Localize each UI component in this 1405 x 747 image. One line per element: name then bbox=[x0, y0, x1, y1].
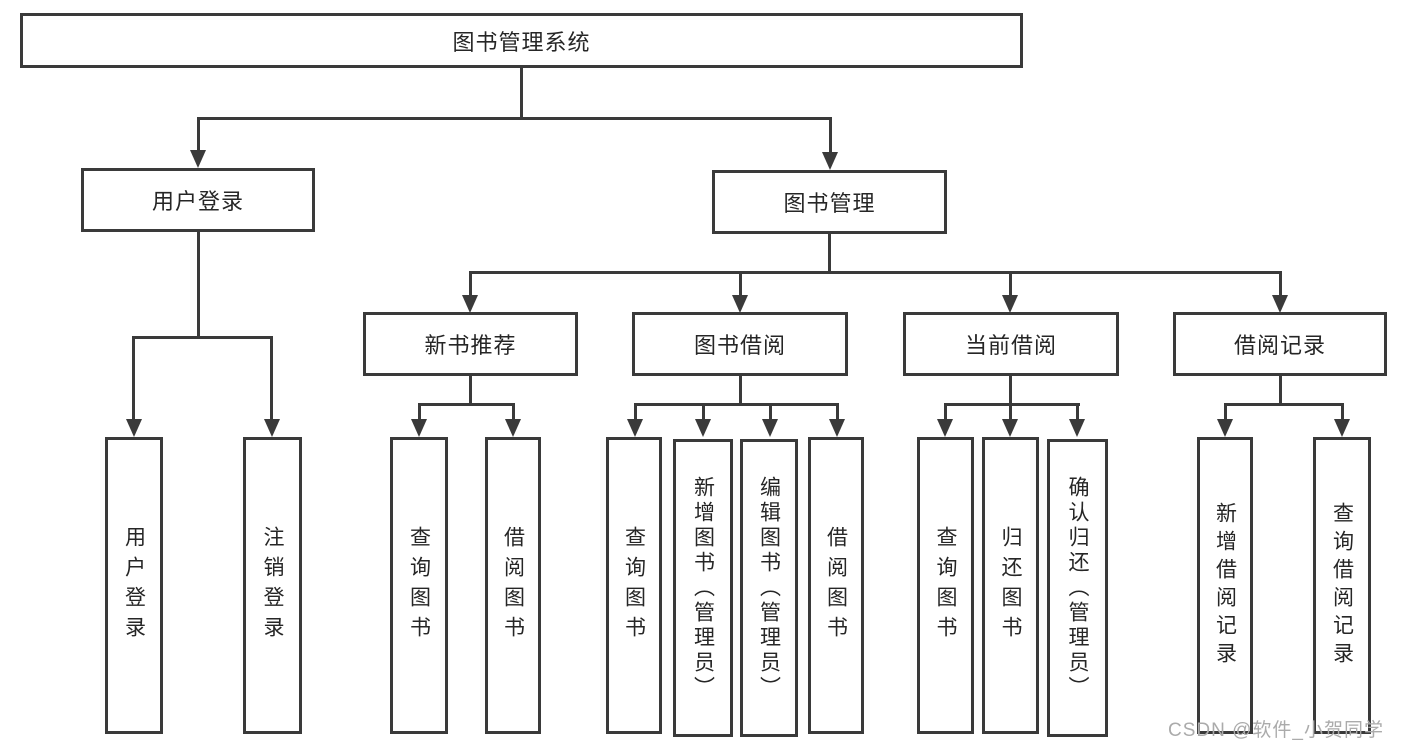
arrowhead-bb-leaf4 bbox=[829, 419, 845, 437]
leaf-logout-label: 注销登录 bbox=[261, 525, 284, 646]
node-book-mgmt: 图书管理 bbox=[712, 170, 947, 234]
arrowhead-br-leaf2 bbox=[1334, 419, 1350, 437]
leaf-br-add-record: 新增借阅记录 bbox=[1197, 437, 1253, 734]
leaf-cb-query-books: 查询图书 bbox=[917, 437, 974, 734]
leaf-user-login: 用户登录 bbox=[105, 437, 163, 734]
arrowhead-new-book-rec bbox=[462, 295, 478, 313]
node-user-login: 用户登录 bbox=[81, 168, 315, 232]
connector-nbr-leaf2-stem bbox=[512, 403, 515, 421]
node-current-borrow: 当前借阅 bbox=[903, 312, 1119, 376]
leaf-user-login-label: 用户登录 bbox=[122, 525, 146, 646]
connector-book-mgmt-stem bbox=[829, 117, 832, 153]
connector-book-mgmt-down bbox=[828, 234, 831, 273]
connector-bb-leaf4-stem bbox=[836, 403, 839, 421]
node-new-book-rec: 新书推荐 bbox=[363, 312, 578, 376]
arrowhead-nbr-leaf1 bbox=[411, 419, 427, 437]
arrowhead-book-mgmt bbox=[822, 152, 838, 170]
connector-br-down bbox=[1279, 376, 1282, 406]
connector-bb-leaf1-stem bbox=[634, 403, 637, 421]
node-current-borrow-label: 当前借阅 bbox=[964, 333, 1057, 358]
connector-cb-down bbox=[1009, 376, 1012, 406]
leaf-cb-confirm-return-admin: 确认归还（管理员） bbox=[1047, 439, 1108, 737]
connector-cb-leaf2-stem bbox=[1009, 403, 1012, 421]
leaf-br-add-record-label: 新增借阅记录 bbox=[1213, 501, 1237, 670]
csdn-watermark: CSDN @软件_小贺同学 bbox=[1168, 720, 1384, 741]
arrowhead-borrow-records bbox=[1272, 295, 1288, 313]
connector-borrow-records-stem bbox=[1279, 271, 1282, 297]
connector-root-split bbox=[197, 117, 831, 120]
arrowhead-cb-leaf2 bbox=[1002, 419, 1018, 437]
leaf-logout: 注销登录 bbox=[243, 437, 302, 734]
connector-bb-down bbox=[739, 376, 742, 406]
node-root-label: 图书管理系统 bbox=[452, 29, 591, 55]
leaf-cb-return-books-label: 归还图书 bbox=[999, 525, 1022, 646]
leaf-bb-add-books-admin: 新增图书（管理员） bbox=[673, 439, 733, 737]
node-new-book-rec-label: 新书推荐 bbox=[424, 333, 517, 358]
arrowhead-ul-leaf1 bbox=[126, 419, 142, 437]
connector-book-borrow-stem bbox=[739, 271, 742, 297]
node-root: 图书管理系统 bbox=[20, 13, 1023, 68]
arrowhead-ul-leaf2 bbox=[264, 419, 280, 437]
connector-nbr-leaf1-stem bbox=[418, 403, 421, 421]
node-book-borrow-label: 图书借阅 bbox=[693, 333, 786, 358]
leaf-nbr-query-books: 查询图书 bbox=[390, 437, 448, 734]
node-user-login-label: 用户登录 bbox=[151, 189, 244, 214]
leaf-bb-borrow-books-label: 借阅图书 bbox=[824, 525, 848, 646]
arrowhead-bb-leaf3 bbox=[762, 419, 778, 437]
leaf-cb-confirm-return-admin-label: 确认归还（管理员） bbox=[1066, 475, 1089, 701]
connector-current-borrow-stem bbox=[1009, 271, 1012, 297]
connector-br-split bbox=[1224, 403, 1344, 406]
arrowhead-cb-leaf3 bbox=[1069, 419, 1085, 437]
arrowhead-cb-leaf1 bbox=[937, 419, 953, 437]
connector-root-stem bbox=[520, 68, 523, 117]
node-book-borrow: 图书借阅 bbox=[632, 312, 848, 376]
leaf-bb-borrow-books: 借阅图书 bbox=[808, 437, 864, 734]
leaf-nbr-borrow-books-label: 借阅图书 bbox=[501, 525, 525, 646]
arrowhead-current-borrow bbox=[1002, 295, 1018, 313]
connector-nbr-split bbox=[418, 403, 515, 406]
leaf-bb-edit-books-admin-label: 编辑图书（管理员） bbox=[757, 475, 781, 701]
node-borrow-records: 借阅记录 bbox=[1173, 312, 1387, 376]
arrowhead-bb-leaf1 bbox=[627, 419, 643, 437]
connector-br-leaf1-stem bbox=[1224, 403, 1227, 421]
node-book-mgmt-label: 图书管理 bbox=[783, 191, 876, 216]
arrowhead-bb-leaf2 bbox=[695, 419, 711, 437]
leaf-bb-edit-books-admin: 编辑图书（管理员） bbox=[740, 439, 798, 737]
connector-user-login-stem bbox=[197, 117, 200, 151]
leaf-nbr-borrow-books: 借阅图书 bbox=[485, 437, 541, 734]
leaf-nbr-query-books-label: 查询图书 bbox=[407, 525, 431, 646]
connector-user-login-down bbox=[197, 232, 200, 336]
arrowhead-br-leaf1 bbox=[1217, 419, 1233, 437]
leaf-cb-query-books-label: 查询图书 bbox=[934, 525, 957, 646]
leaf-bb-add-books-admin-label: 新增图书（管理员） bbox=[691, 475, 715, 701]
connector-ul-leaf1-stem bbox=[132, 336, 135, 420]
connector-br-leaf2-stem bbox=[1341, 403, 1344, 421]
leaf-bb-query-books-label: 查询图书 bbox=[622, 525, 646, 646]
connector-book-mgmt-split bbox=[469, 271, 1282, 274]
leaf-br-query-record: 查询借阅记录 bbox=[1313, 437, 1371, 734]
connector-bb-split bbox=[634, 403, 839, 406]
leaf-bb-query-books: 查询图书 bbox=[606, 437, 662, 734]
connector-nbr-down bbox=[469, 376, 472, 406]
connector-bb-leaf3-stem bbox=[769, 403, 772, 421]
connector-user-login-split bbox=[132, 336, 273, 339]
arrowhead-book-borrow bbox=[732, 295, 748, 313]
arrowhead-user-login bbox=[190, 150, 206, 168]
leaf-br-query-record-label: 查询借阅记录 bbox=[1330, 501, 1354, 670]
connector-ul-leaf2-stem bbox=[270, 336, 273, 420]
connector-bb-leaf2-stem bbox=[702, 403, 705, 421]
node-borrow-records-label: 借阅记录 bbox=[1233, 333, 1326, 358]
connector-cb-split bbox=[944, 403, 1080, 406]
connector-new-book-rec-stem bbox=[469, 271, 472, 297]
connector-cb-leaf3-stem bbox=[1076, 403, 1079, 421]
leaf-cb-return-books: 归还图书 bbox=[982, 437, 1039, 734]
connector-cb-leaf1-stem bbox=[944, 403, 947, 421]
arrowhead-nbr-leaf2 bbox=[505, 419, 521, 437]
